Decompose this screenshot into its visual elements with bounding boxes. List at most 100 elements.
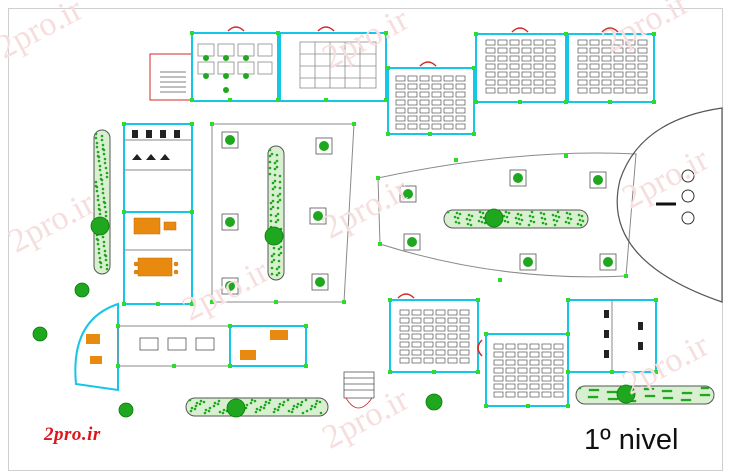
student-desk	[613, 47, 624, 54]
shrub-dot	[519, 213, 523, 217]
column-node	[228, 98, 232, 102]
shrub-dot	[555, 219, 559, 223]
shrub-dot	[103, 249, 107, 253]
column-node	[564, 32, 568, 36]
shrub-dot	[506, 220, 510, 224]
shrub-dot	[96, 194, 100, 198]
student-desk	[455, 91, 466, 98]
student-desk	[485, 87, 496, 94]
shrub-dot	[268, 172, 272, 176]
shrub-dot	[539, 211, 543, 215]
student-desk	[459, 333, 470, 340]
student-desk	[521, 63, 532, 70]
shrub-dot	[271, 205, 275, 209]
shrub-dot	[466, 222, 470, 226]
shrub-dot	[453, 215, 457, 219]
shrub-dot	[478, 210, 482, 214]
shrub-dot	[650, 394, 654, 398]
shrub-dot	[281, 403, 285, 407]
shrub-dot	[516, 212, 520, 216]
shrub-dot	[667, 389, 671, 393]
shrub-dot	[268, 154, 272, 158]
student-desk	[423, 341, 434, 348]
column-node	[432, 370, 436, 374]
student-desk	[493, 343, 504, 350]
student-desk	[533, 39, 544, 46]
student-desk	[625, 79, 636, 86]
column-node	[476, 370, 480, 374]
shrub-dot	[103, 205, 107, 209]
student-desk	[423, 333, 434, 340]
student-desk	[625, 87, 636, 94]
student-desk	[485, 47, 496, 54]
student-desk	[399, 309, 410, 316]
student-desk	[407, 91, 418, 98]
shrub-dot	[277, 259, 281, 263]
column-node	[498, 278, 502, 282]
student-desk	[505, 375, 516, 382]
student-desk	[423, 309, 434, 316]
student-desk	[505, 359, 516, 366]
student-desk	[541, 391, 552, 398]
student-desk	[637, 47, 648, 54]
shrub-dot	[309, 407, 313, 411]
column-node	[654, 370, 658, 374]
column-node	[428, 132, 432, 136]
shrub-dot	[543, 217, 547, 221]
shrub-dot	[188, 398, 192, 402]
planter-box	[403, 233, 421, 251]
shrub-dot	[454, 220, 458, 224]
shrub-dot	[646, 394, 650, 398]
student-desk	[443, 91, 454, 98]
student-desk	[455, 83, 466, 90]
shrub-dot	[554, 214, 558, 218]
shrub-dot	[610, 390, 614, 394]
shrub-dot	[207, 409, 211, 413]
shrub-dot	[97, 207, 101, 211]
student-desk	[485, 55, 496, 62]
student-desk	[533, 79, 544, 86]
student-desk	[399, 341, 410, 348]
shrub-dot	[264, 400, 268, 404]
classroom-top-1	[387, 61, 475, 135]
column-node	[228, 364, 232, 368]
shrub-dot	[278, 192, 282, 196]
shrub-dot	[213, 401, 217, 405]
shrub-dot	[612, 390, 616, 394]
planter-box	[221, 131, 239, 149]
student-desk	[497, 79, 508, 86]
shrub-dot	[587, 395, 591, 399]
shrub-dot	[258, 408, 262, 412]
shrub-dot	[514, 216, 518, 220]
shrub-dot	[204, 408, 208, 412]
site-logo[interactable]: 2pro.ir	[44, 424, 101, 445]
student-desk	[407, 115, 418, 122]
student-desk	[431, 91, 442, 98]
student-desk	[407, 99, 418, 106]
column-node	[190, 31, 194, 35]
student-desk	[395, 123, 406, 130]
student-desk	[601, 63, 612, 70]
shrub-dot	[705, 393, 709, 397]
shrub-dot	[295, 405, 299, 409]
shrub-dot	[273, 179, 277, 183]
shrub-dot	[553, 223, 557, 227]
column-node	[388, 298, 392, 302]
student-desk	[443, 107, 454, 114]
shrub-dot	[532, 220, 536, 224]
tree-icon	[603, 257, 613, 267]
column-node	[190, 210, 194, 214]
shrub-dot	[272, 246, 276, 250]
student-desk	[443, 83, 454, 90]
column-node	[384, 31, 388, 35]
shrub-dot	[270, 260, 274, 264]
shrub-dot	[592, 388, 596, 392]
shrub-dot	[95, 237, 99, 241]
office-plants	[203, 55, 249, 93]
student-desk	[517, 375, 528, 382]
student-desk	[447, 317, 458, 324]
shrub-dot	[276, 194, 280, 198]
student-desk	[411, 309, 422, 316]
shrub-dot	[707, 393, 711, 397]
shrub-dot	[470, 214, 474, 218]
